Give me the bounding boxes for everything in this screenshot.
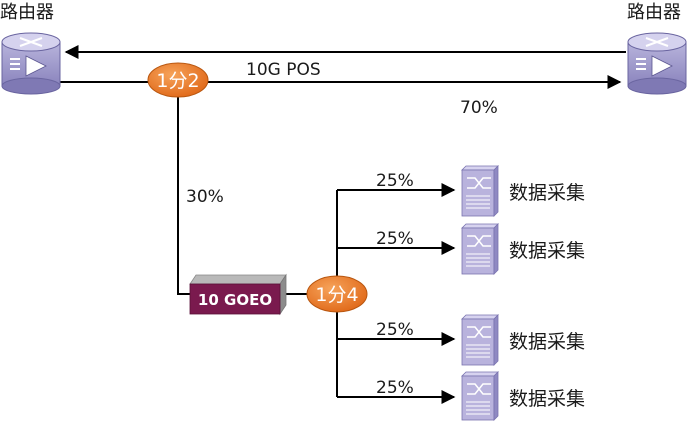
splitter-1: 1分2 (147, 62, 209, 98)
router-right-label: 路由器 (627, 2, 681, 23)
collector-2: 25% 数据采集 (376, 223, 585, 275)
switch-icon (461, 371, 499, 421)
collector-label: 数据采集 (509, 331, 585, 353)
link-label: 10G POS (246, 60, 321, 80)
collector-percent: 25% (376, 320, 414, 340)
collector-1: 25% 数据采集 (376, 165, 585, 217)
switch-icon (461, 314, 499, 366)
collector-label: 数据采集 (509, 182, 585, 204)
splitter-2: 1分4 (306, 275, 368, 313)
switch-icon (461, 223, 499, 275)
switch-icon (461, 165, 499, 217)
splitter-2-label: 1分4 (315, 284, 358, 306)
collector-percent: 25% (376, 378, 414, 398)
router-left-label: 路由器 (0, 2, 54, 23)
collector-label: 数据采集 (509, 388, 585, 410)
branch-percent: 30% (186, 187, 224, 207)
collector-4: 25% 数据采集 (376, 371, 585, 421)
goeo-label: 10 GOEO (198, 291, 272, 309)
pass-percent: 70% (460, 98, 498, 118)
router-left: 路由器 (0, 2, 61, 95)
collector-percent: 25% (376, 171, 414, 191)
goeo-device: 10 GOEO (189, 273, 287, 316)
router-left-icon (1, 32, 61, 95)
router-right-icon (627, 32, 687, 95)
collector-label: 数据采集 (509, 240, 585, 262)
router-right: 路由器 (627, 2, 687, 95)
collector-percent: 25% (376, 229, 414, 249)
collector-3: 25% 数据采集 (376, 314, 585, 366)
splitter-1-label: 1分2 (156, 70, 199, 92)
